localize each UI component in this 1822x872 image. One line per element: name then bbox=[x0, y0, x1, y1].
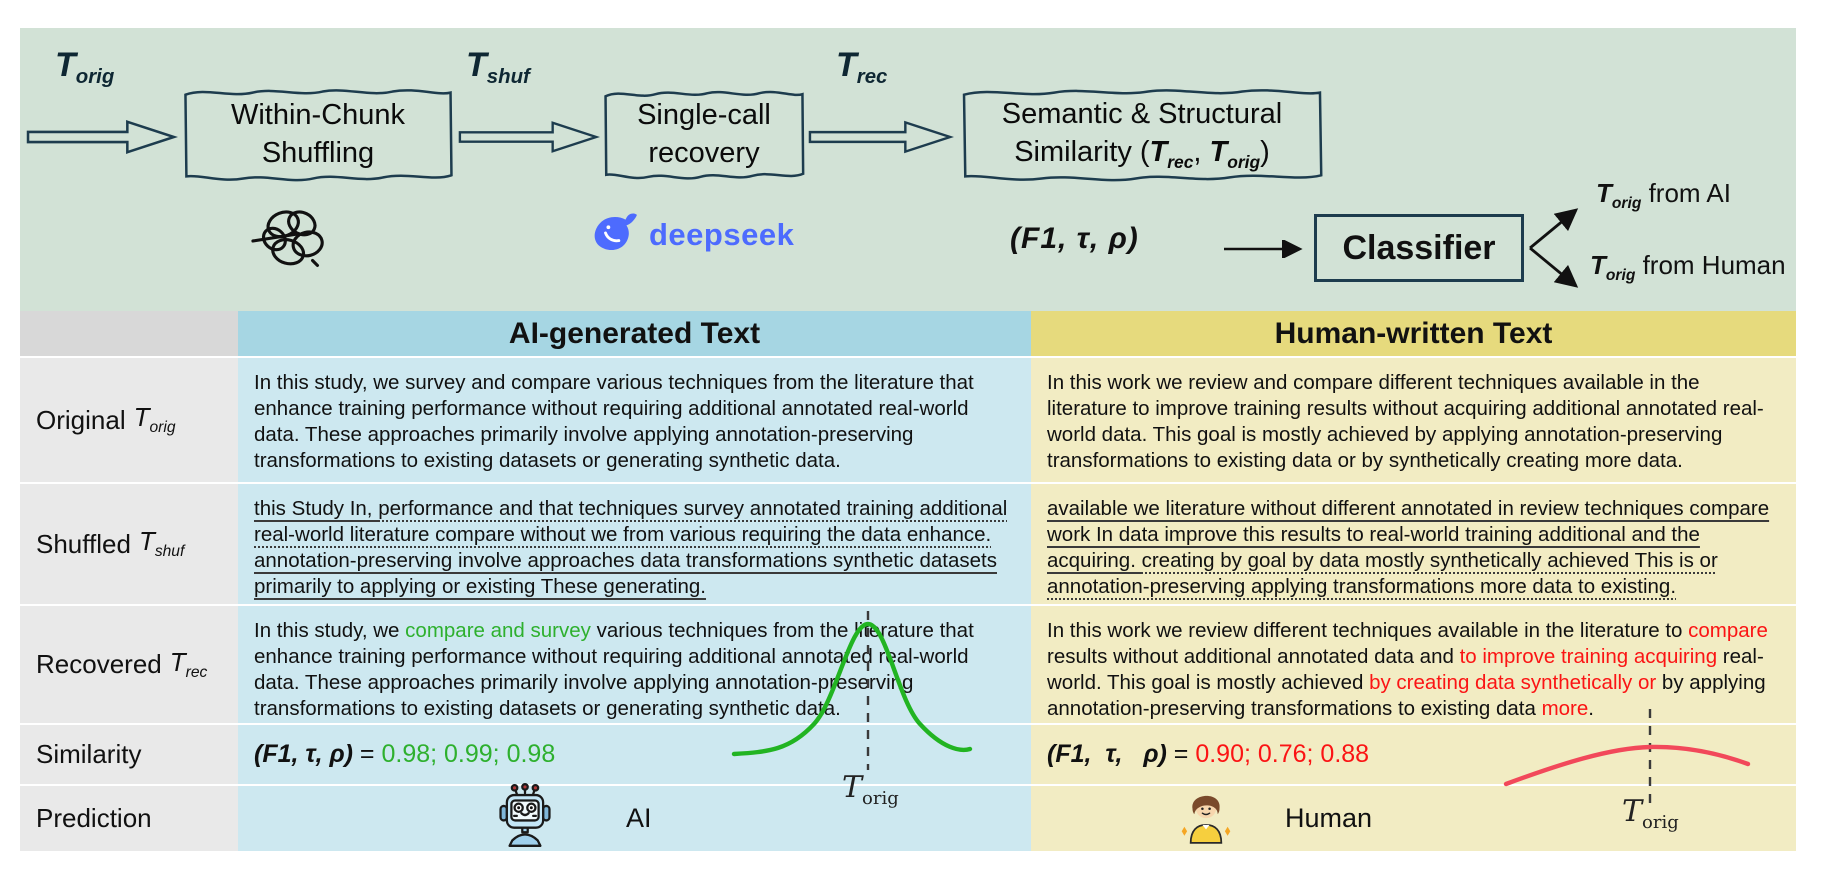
recovery-box-label: Single-call recovery bbox=[637, 97, 771, 172]
similarity-args-separator: , bbox=[1193, 136, 1210, 169]
similarity-values-ai: 0.98; 0.99; 0.98 bbox=[381, 740, 556, 768]
output-human-text: from Human bbox=[1635, 250, 1786, 280]
t-orig-base: T bbox=[55, 46, 76, 84]
row-label-shuffled-tvar: Tshuf bbox=[138, 526, 185, 561]
output-ai-tvar: Torig bbox=[1596, 178, 1642, 213]
similarity-arg2: Torig bbox=[1209, 136, 1261, 172]
similarity-tuple-human: (F1, τ, ρ) bbox=[1047, 740, 1167, 768]
label-t-orig: Torig bbox=[55, 46, 114, 89]
cell-prediction-ai: AI bbox=[238, 783, 1031, 851]
cell-recovered-human: In this work we review different techniq… bbox=[1031, 606, 1796, 723]
recovery-box-line1: Single-call bbox=[637, 99, 771, 132]
similarity-box: Semantic & Structural Similarity (Trec, … bbox=[954, 82, 1330, 188]
row-label-prediction: Prediction bbox=[20, 786, 238, 851]
similarity-box-line2: Similarity (Trec, Torig) bbox=[1002, 134, 1282, 173]
cell-original-ai: In this study, we survey and compare var… bbox=[238, 358, 1031, 482]
dist-label-human: Torig bbox=[1622, 794, 1679, 833]
output-human-tvar: Torig bbox=[1590, 250, 1636, 285]
dist-label-ai: Torig bbox=[842, 770, 899, 809]
wavy-border bbox=[178, 82, 458, 188]
similarity-args-suffix: ) bbox=[1260, 136, 1270, 169]
dist-label-human-sub: orig bbox=[1642, 812, 1679, 833]
prediction-label-human: Human bbox=[1285, 803, 1373, 833]
output-from-human: Torig from Human bbox=[1590, 250, 1786, 285]
similarity-equals-human: = bbox=[1166, 740, 1196, 768]
shuffle-box: Within-Chunk Shuffling bbox=[178, 82, 458, 188]
pipeline-band: Torig Within-Chunk Shuffling Tshuf bbox=[20, 28, 1796, 311]
row-label-original-tvar: Torig bbox=[133, 402, 176, 437]
classifier-label: Classifier bbox=[1342, 228, 1496, 267]
similarity-equals-ai: = bbox=[352, 740, 382, 768]
similarity-args-prefix: Similarity ( bbox=[1014, 136, 1150, 169]
dist-label-ai-sub: orig bbox=[862, 788, 899, 809]
flow-arrow-2 bbox=[458, 118, 600, 156]
t-shuf-sub: shuf bbox=[486, 66, 530, 89]
cell-original-human: In this work we review and compare diffe… bbox=[1031, 358, 1796, 482]
flow-arrow-1 bbox=[26, 118, 178, 156]
flow-arrow-3 bbox=[808, 118, 954, 156]
column-header-ai-label: AI-generated Text bbox=[508, 316, 761, 350]
classifier-input-arrow bbox=[1222, 240, 1310, 258]
output-ai-text: from AI bbox=[1641, 178, 1731, 208]
row-label-prediction-text: Prediction bbox=[36, 803, 152, 833]
t-rec-sub: rec bbox=[856, 66, 888, 89]
scribble-icon bbox=[243, 196, 343, 284]
prediction-label-ai: AI bbox=[626, 803, 652, 833]
robot-icon bbox=[496, 782, 554, 855]
row-label-recovered-tvar: Trec bbox=[169, 646, 208, 682]
label-t-rec: Trec bbox=[836, 46, 887, 89]
column-header-human-label: Human-written Text bbox=[1274, 316, 1553, 350]
row-label-similarity-text: Similarity bbox=[36, 739, 142, 769]
row-label-recovered: Recovered Trec bbox=[20, 606, 238, 723]
row-label-shuffled: Shuffled Tshuf bbox=[20, 484, 238, 604]
wavy-border bbox=[954, 82, 1330, 188]
classifier-box: Classifier bbox=[1314, 214, 1524, 282]
label-t-shuf: Tshuf bbox=[466, 46, 530, 89]
cell-prediction-human: Human bbox=[1031, 786, 1796, 851]
column-header-human: Human-written Text bbox=[1031, 311, 1796, 356]
cell-similarity-human: (F1, τ, ρ) = 0.90; 0.76; 0.88 bbox=[1031, 725, 1796, 784]
deepseek-whale-icon bbox=[592, 212, 640, 257]
deepseek-wordmark: deepseek bbox=[649, 216, 795, 252]
shuffle-box-line2: Shuffling bbox=[261, 137, 375, 169]
output-from-ai: Torig from AI bbox=[1596, 178, 1731, 213]
recovery-box: Single-call recovery bbox=[600, 84, 808, 186]
classifier-branch-arrows bbox=[1526, 196, 1588, 300]
cell-similarity-ai: (F1, τ, ρ) = 0.98; 0.99; 0.98 bbox=[238, 725, 1031, 784]
t-orig-sub: orig bbox=[75, 66, 115, 89]
dist-label-ai-base: T bbox=[842, 770, 863, 805]
t-shuf-base: T bbox=[466, 46, 487, 84]
shuffle-box-label: Within-Chunk Shuffling bbox=[231, 97, 405, 172]
shuffle-box-line1: Within-Chunk bbox=[230, 99, 406, 132]
cell-shuffled-ai: this Study In, performance and that tech… bbox=[238, 484, 1031, 604]
row-label-original-text: Original bbox=[36, 404, 126, 435]
similarity-box-line1: Semantic & Structural bbox=[1001, 98, 1283, 131]
recovery-box-line2: recovery bbox=[648, 137, 760, 169]
t-rec-base: T bbox=[836, 46, 857, 84]
dist-label-human-base: T bbox=[1622, 794, 1643, 829]
row-label-similarity: Similarity bbox=[20, 725, 238, 784]
similarity-arg1: Trec bbox=[1149, 136, 1194, 172]
column-header-ai: AI-generated Text bbox=[238, 311, 1031, 356]
cell-recovered-ai: In this study, we compare and survey var… bbox=[238, 606, 1031, 723]
similarity-values-human: 0.90; 0.76; 0.88 bbox=[1195, 740, 1370, 768]
table-corner-cell bbox=[20, 311, 238, 356]
similarity-box-label: Semantic & Structural Similarity (Trec, … bbox=[1002, 96, 1282, 173]
row-label-original: Original Torig bbox=[20, 358, 238, 482]
human-icon bbox=[1179, 785, 1233, 852]
wavy-border bbox=[600, 84, 808, 186]
row-label-recovered-text: Recovered bbox=[36, 649, 162, 679]
deepseek-logo: deepseek bbox=[592, 212, 794, 257]
row-label-shuffled-text: Shuffled bbox=[36, 528, 131, 559]
feature-tuple-label: (F1, τ, ρ) bbox=[1010, 222, 1139, 255]
cell-shuffled-human: available we literature without differen… bbox=[1031, 484, 1796, 604]
similarity-tuple-ai: (F1, τ, ρ) bbox=[254, 740, 353, 768]
comparison-table: AI-generated Text Human-written Text Ori… bbox=[20, 311, 1796, 851]
